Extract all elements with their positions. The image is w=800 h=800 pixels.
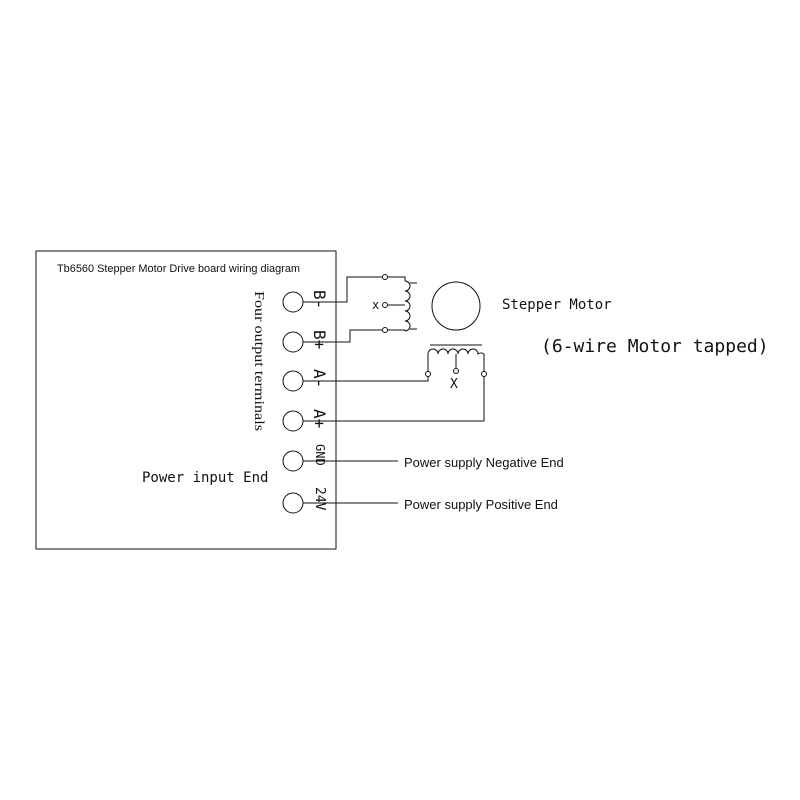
coil-a-tap-mark: X (450, 377, 458, 392)
terminal-a-minus (282, 370, 304, 392)
terminal-gnd (282, 450, 304, 472)
terminal-label-a-plus: A+ (310, 409, 329, 428)
coil-b: x (372, 274, 417, 333)
stepper-motor-label: Stepper Motor (502, 297, 612, 313)
terminal-label-b-plus: B+ (310, 330, 329, 349)
motor-rotor (431, 281, 481, 331)
terminal-24v (282, 492, 304, 514)
wire-a-plus (303, 374, 485, 422)
terminal-label-a-minus: A- (310, 369, 329, 388)
terminal-label-gnd: GND (313, 444, 327, 466)
terminal-labels: B- B+ A- A+ GND 24V (310, 290, 329, 511)
wire-b-minus (303, 276, 385, 303)
terminal-b-minus (282, 291, 304, 313)
power-input-label: Power input End (142, 470, 268, 486)
wires (303, 276, 485, 504)
coil-a: X (425, 344, 487, 392)
six-wire-note: (6-wire Motor tapped) (541, 336, 769, 357)
terminal-label-b-minus: B- (310, 290, 329, 309)
board-title: Tb6560 Stepper Motor Drive board wiring … (57, 263, 300, 275)
output-terminals-label: Four output terminals (251, 291, 266, 431)
terminal-a-plus (282, 410, 304, 432)
wire-b-plus (303, 329, 385, 343)
negative-supply-label: Power supply Negative End (404, 455, 564, 470)
terminal-label-24v: 24V (312, 487, 327, 511)
terminal-b-plus (282, 331, 304, 353)
positive-supply-label: Power supply Positive End (404, 497, 558, 512)
coil-b-tap-mark: x (372, 298, 379, 312)
